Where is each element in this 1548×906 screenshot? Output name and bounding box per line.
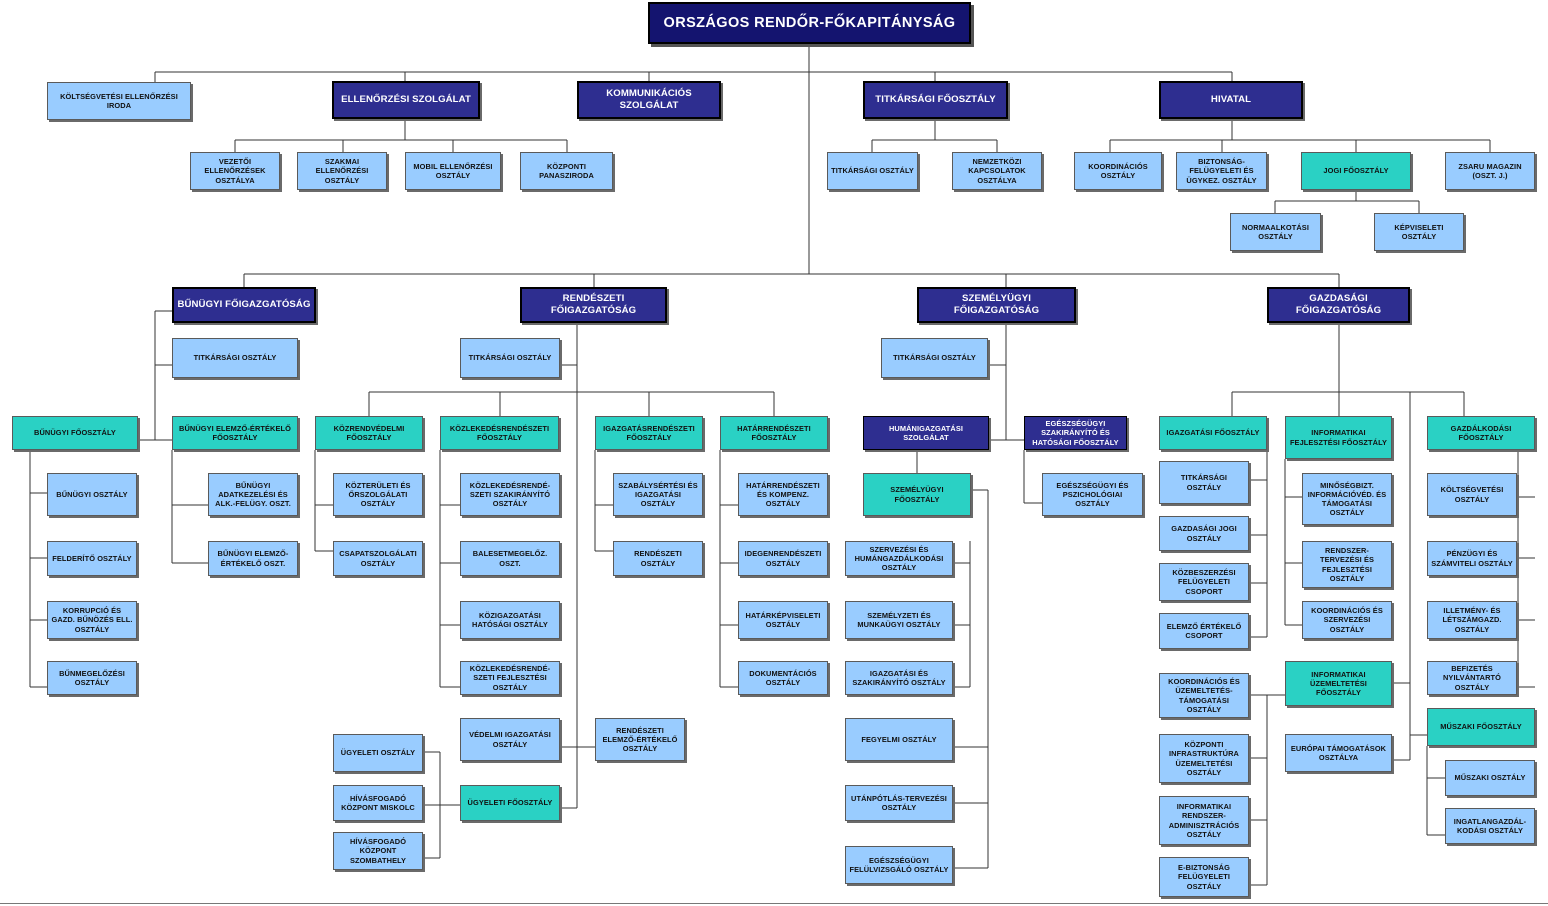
org-unit-csapatszolgalati: CSAPATSZOLGÁLATI OSZTÁLY [333, 541, 423, 576]
org-unit-head: SZEMÉLYÜGYI FŐIGAZGATÓSÁG [917, 287, 1076, 323]
org-unit-bunmegelozesi: BŰNMEGELŐZÉSI OSZTÁLY [47, 661, 137, 695]
org-unit-muszaki-foosztaly: MŰSZAKI FŐOSZTÁLY [1427, 708, 1535, 746]
org-unit-dokumentacios: DOKUMENTÁCIÓS OSZTÁLY [738, 661, 828, 695]
bottom-rule [0, 903, 1548, 904]
org-unit-koordinacios: KOORDINÁCIÓS OSZTÁLY [1074, 152, 1162, 190]
org-unit-informatikai-fejlesztesi: INFORMATIKAI FEJLESZTÉSI FŐOSZTÁLY [1285, 416, 1392, 459]
org-unit-nemzetkozi-kapcsolatok: NEMZETKÖZI KAPCSOLATOK OSZTÁLYA [952, 152, 1042, 190]
org-unit-elemzo-ertekelo: ELEMZŐ ÉRTÉKELŐ CSOPORT [1159, 613, 1249, 649]
org-unit-hivasfogado-miskolc: HÍVÁSFOGADÓ KÖZPONT MISKOLC [333, 785, 423, 821]
org-unit-humanigazgatasi: HUMÁNIGAZGATÁSI SZOLGÁLAT [863, 416, 989, 450]
org-unit-koordinacios-uzemeltetes: KOORDINÁCIÓS ÉS ÜZEMELTETÉS-TÁMOGATÁSI O… [1159, 673, 1249, 718]
org-unit-kozbeszerzesi: KÖZBESZERZÉSI FELÜGYELETI CSOPORT [1159, 563, 1249, 601]
org-unit-fegyelmi: FEGYELMI OSZTÁLY [845, 718, 953, 761]
org-unit-vedelmi: VÉDELMI IGAZGATÁSI OSZTÁLY [460, 718, 560, 761]
org-unit-titkarsagi-foosztaly: TITKÁRSÁGI FŐOSZTÁLY [863, 81, 1008, 119]
org-unit-korrupcio: KORRUPCIÓ ÉS GAZD. BŰNÖZÉS ELL. OSZTÁLY [47, 601, 137, 639]
org-unit-biztonsag-felugyeleti: BIZTONSÁG-FELÜGYELETI ÉS ÜGYKEZ. OSZTÁLY [1176, 152, 1267, 190]
org-unit-rendeszeti-osztaly: RENDÉSZETI OSZTÁLY [613, 541, 703, 576]
org-unit-informatikai-rendszer: INFORMATIKAI RENDSZER-ADMINISZTRÁCIÓS OS… [1159, 796, 1249, 845]
org-unit-adatkezelesi: BŰNÜGYI ADATKEZELÉSI ÉS ALK.-FELÜGY. OSZ… [208, 473, 298, 516]
org-unit-bunugyi-foosztaly: BŰNÜGYI FŐOSZTÁLY [12, 416, 138, 450]
org-unit-rendeszeti-elemzo: RENDÉSZETI ELEMZŐ-ÉRTÉKELŐ OSZTÁLY [595, 718, 685, 761]
org-unit-titkarsagi: TITKÁRSÁGI OSZTÁLY [881, 338, 988, 378]
org-unit-kozl-szakiranyito: KÖZLEKEDÉSRENDÉ-SZETI SZAKIRÁNYÍTÓ OSZTÁ… [460, 473, 560, 516]
org-unit-gazdasagi-jogi: GAZDASÁGI JOGI OSZTÁLY [1159, 516, 1249, 551]
org-unit-egeszsegugyi-pszich: EGÉSZSÉGÜGYI ÉS PSZICHOLÓGIAI OSZTÁLY [1042, 473, 1143, 516]
org-unit-kommunikacios-szolgalat: KOMMUNIKÁCIÓS SZOLGÁLAT [577, 81, 721, 119]
org-unit-muszaki-osztaly: MŰSZAKI OSZTÁLY [1445, 760, 1535, 796]
org-unit-titkarsagi: TITKÁRSÁGI OSZTÁLY [172, 338, 298, 378]
org-unit-befizetes: BEFIZETÉS NYILVÁNTARTÓ OSZTÁLY [1427, 661, 1517, 695]
org-unit-idegenrendeszeti: IDEGENRENDÉSZETI OSZTÁLY [738, 541, 828, 576]
org-unit-szervezesi: SZERVEZÉSI ÉS HUMÁNGAZDÁLKODÁSI OSZTÁLY [845, 541, 953, 576]
org-unit-head: RENDÉSZETI FŐIGAZGATÓSÁG [520, 287, 667, 323]
org-unit-elemzo-foosztaly: BŰNÜGYI ELEMZŐ-ÉRTÉKELŐ FŐOSZTÁLY [172, 416, 298, 450]
org-unit-europai-tamogatasok: EURÓPAI TÁMOGATÁSOK OSZTÁLYA [1285, 734, 1392, 772]
org-unit-elemzo-oszt: BŰNÜGYI ELEMZŐ-ÉRTÉKELŐ OSZT. [208, 541, 298, 576]
org-unit-felulvizsgalo: EGÉSZSÉGÜGYI FELÜLVIZSGÁLÓ OSZTÁLY [845, 846, 953, 884]
org-unit-utanpotlas: UTÁNPÓTLÁS-TERVEZÉSI OSZTÁLY [845, 785, 953, 821]
org-unit-kozigazgatasi: KÖZIGAZGATÁSI HATÓSÁGI OSZTÁLY [460, 601, 560, 639]
org-unit-zsaru-magazin: ZSARU MAGAZIN (OSZT. J.) [1445, 152, 1535, 190]
org-unit-hatarkepviseleti: HATÁRKÉPVISELETI OSZTÁLY [738, 601, 828, 639]
org-unit-kozteruleti: KÖZTERÜLETI ÉS ŐRSZOLGÁLATI OSZTÁLY [333, 473, 423, 516]
org-unit-hatarrendeszeti-kompenz: HATÁRRENDÉSZETI ÉS KOMPENZ. OSZTÁLY [738, 473, 828, 516]
org-unit-szakmai-ellenorzesi: SZAKMAI ELLENŐRZÉSI OSZTÁLY [297, 152, 387, 190]
org-unit-egeszsegugyi-foosztaly: EGÉSZSÉGÜGYI SZAKIRÁNYÍTÓ ÉS HATÓSÁGI FŐ… [1024, 416, 1127, 450]
org-unit-vezetoi-ellenorzesek: VEZETŐI ELLENŐRZÉSEK OSZTÁLYA [190, 152, 280, 190]
org-unit-kozlekedesrendeszeti: KÖZLEKEDÉSRENDÉSZETI FŐOSZTÁLY [440, 416, 559, 450]
org-unit-titkarsagi: TITKÁRSÁGI OSZTÁLY [460, 338, 560, 378]
org-unit-mobil-ellenorzesi: MOBIL ELLENŐRZÉSI OSZTÁLY [405, 152, 501, 190]
org-unit-head: GAZDASÁGI FŐIGAZGATÓSÁG [1267, 287, 1410, 323]
org-unit-kozrendvedelmi: KÖZRENDVÉDELMI FŐOSZTÁLY [315, 416, 423, 450]
org-unit-gazdalkodasi: GAZDÁLKODÁSI FŐOSZTÁLY [1427, 416, 1535, 450]
org-unit-felderito: FELDERÍTŐ OSZTÁLY [47, 541, 137, 576]
org-unit-penzugyi: PÉNZÜGYI ÉS SZÁMVITELI OSZTÁLY [1427, 541, 1517, 576]
org-unit-kozponti-panasziroda: KÖZPONTI PANASZIRODA [520, 152, 613, 190]
org-unit-igazgatasi-foosztaly: IGAZGATÁSI FŐOSZTÁLY [1159, 416, 1267, 450]
org-unit-szabalysertesi: SZABÁLYSÉRTÉSI ÉS IGAZGATÁSI OSZTÁLY [613, 473, 703, 516]
org-unit-hivasfogado-szombathely: HÍVÁSFOGADÓ KÖZPONT SZOMBATHELY [333, 832, 423, 870]
org-unit-ugyeleti-osztaly: ÜGYELETI OSZTÁLY [333, 734, 423, 772]
org-unit-kozponti-infra: KÖZPONTI INFRASTRUKTÚRA ÜZEMELTETÉSI OSZ… [1159, 734, 1249, 783]
org-unit-igazgatasrendeszeti: IGAZGATÁSRENDÉSZETI FŐOSZTÁLY [595, 416, 703, 450]
org-unit-root: ORSZÁGOS RENDŐR-FŐKAPITÁNYSÁG [648, 2, 971, 44]
org-unit-minosegbizt: MINŐSÉGBIZT. INFORMÁCIÓVÉD. ÉS TÁMOGATÁS… [1302, 473, 1392, 525]
org-unit-titkarsagi: TITKÁRSÁGI OSZTÁLY [1159, 461, 1249, 504]
org-unit-ingatlangazdalkodasi: INGATLANGAZDÁL-KODÁSI OSZTÁLY [1445, 808, 1535, 844]
org-unit-titkarsagi-osztaly: TITKÁRSÁGI OSZTÁLY [827, 152, 918, 190]
org-unit-szemelyugyi-foosztaly: SZEMÉLYÜGYI FŐOSZTÁLY [863, 473, 971, 516]
org-unit-e-biztonsag: E-BIZTONSÁG FELÜGYELETI OSZTÁLY [1159, 857, 1249, 897]
org-unit-szemelyzeti: SZEMÉLYZETI ÉS MUNKAÜGYI OSZTÁLY [845, 601, 953, 639]
org-unit-normaalkotasi: NORMAALKOTÁSI OSZTÁLY [1230, 213, 1321, 251]
org-unit-koltsegvetesi: KÖLTSÉGVETÉSI OSZTÁLY [1427, 473, 1517, 516]
org-unit-koltsegvetesi-ellenorzesi-iroda: KÖLTSÉGVETÉSI ELLENŐRZÉSI IRODA [47, 82, 191, 120]
org-unit-informatikai-uzemeltetesi: INFORMATIKAI ÜZEMELTETÉSI FŐOSZTÁLY [1285, 661, 1392, 706]
org-unit-balesetmegeloz: BALESETMEGELŐZ. OSZT. [460, 541, 560, 576]
org-unit-ellenorzesi-szolgalat: ELLENŐRZÉSI SZOLGÁLAT [332, 81, 480, 119]
org-unit-kepviseleti: KÉPVISELETI OSZTÁLY [1374, 213, 1464, 251]
org-unit-igazgatasi-szakiranyito: IGAZGATÁSI ÉS SZAKIRÁNYÍTÓ OSZTÁLY [845, 661, 953, 695]
org-unit-kozl-fejlesztesi: KÖZLEKEDÉSRENDÉ-SZETI FEJLESZTÉSI OSZTÁL… [460, 661, 560, 695]
org-unit-hivatal: HIVATAL [1159, 81, 1303, 119]
org-unit-head: BŰNÜGYI FŐIGAZGATÓSÁG [172, 287, 316, 323]
org-unit-ugyeleti-foosztaly: ÜGYELETI FŐOSZTÁLY [460, 785, 560, 821]
org-unit-koordinacios-szervezesi: KOORDINÁCIÓS ÉS SZERVEZÉSI OSZTÁLY [1302, 601, 1392, 639]
org-unit-jogi-foosztaly: JOGI FŐOSZTÁLY [1301, 152, 1411, 190]
org-unit-rendszertervezesi: RENDSZER-TERVEZÉSI ÉS FEJLESZTÉSI OSZTÁL… [1302, 541, 1392, 588]
org-unit-hatarrendeszeti: HATÁRRENDÉSZETI FŐOSZTÁLY [720, 416, 828, 450]
org-unit-bunugyi-osztaly: BŰNÜGYI OSZTÁLY [47, 473, 137, 516]
org-unit-illetmeny: ILLETMÉNY- ÉS LÉTSZÁMGAZD. OSZTÁLY [1427, 601, 1517, 639]
